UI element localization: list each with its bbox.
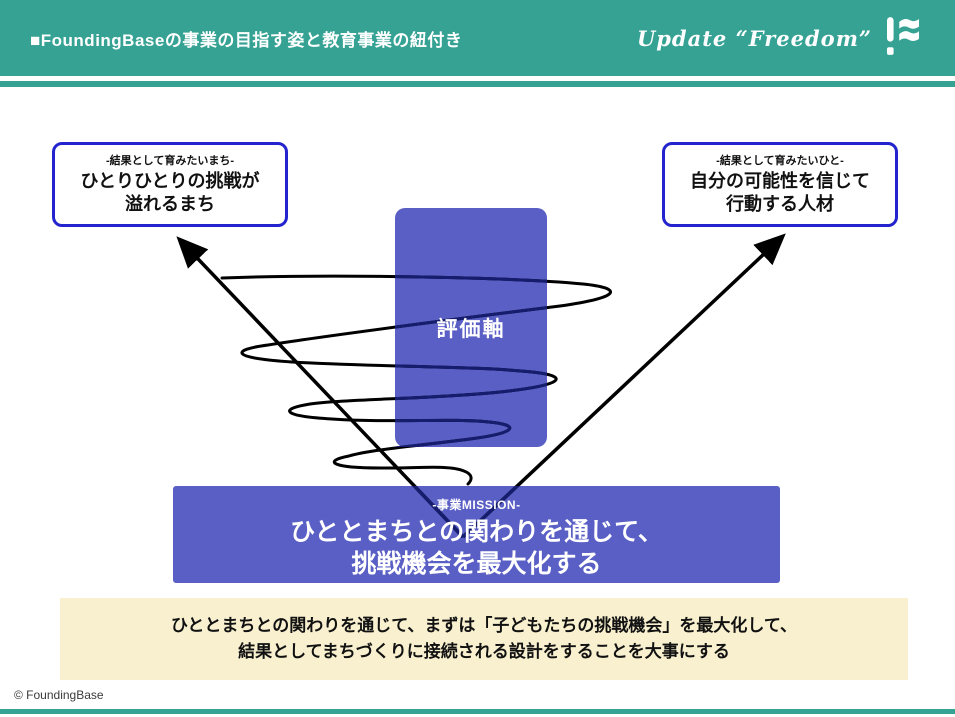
outcome-card-person-text: 自分の可能性を信じて 行動する人材 <box>665 170 895 215</box>
outcome-card-town-line2: 溢れるまち <box>125 193 215 214</box>
mission-line1: ひととまちとの関わりを通じて、 <box>290 518 663 546</box>
flag-exclamation-icon <box>887 16 919 61</box>
summary-note-line1: ひととまちとの関わりを通じて、まずは「子どもたちの挑戦機会」を最大化して、 <box>170 615 798 635</box>
mission-statement: ひととまちとの関わりを通じて、 挑戦機会を最大化する <box>173 516 780 580</box>
bottom-accent-line <box>0 709 955 714</box>
brand-logo: Update “Freedom” <box>637 0 919 76</box>
outcome-card-person-line1: 自分の可能性を信じて <box>690 171 870 191</box>
brand-slogan: Update “Freedom” <box>636 25 872 51</box>
outcome-card-person: -結果として育みたいひと- 自分の可能性を信じて 行動する人材 <box>662 142 898 227</box>
page-title: ■FoundingBaseの事業の目指す姿と教育事業の紐付き <box>30 30 463 50</box>
evaluation-axis-label: 評価軸 <box>436 317 506 341</box>
mission-line2: 挑戦機会を最大化する <box>351 550 602 578</box>
outcome-card-town-label: -結果として育みたいまち- <box>106 155 234 167</box>
copyright-text: © FoundingBase <box>14 688 104 702</box>
outcome-card-town-text: ひとりひとりの挑戦が 溢れるまち <box>55 170 285 215</box>
mission-text: -事業MISSION- ひととまちとの関わりを通じて、 挑戦機会を最大化する <box>173 486 780 580</box>
header-accent-line <box>0 81 955 87</box>
header-bar: ■FoundingBaseの事業の目指す姿と教育事業の紐付き Update “F… <box>0 0 955 76</box>
outcome-card-person-line2: 行動する人材 <box>726 193 834 214</box>
outcome-card-town: -結果として育みたいまち- ひとりひとりの挑戦が 溢れるまち <box>52 142 288 227</box>
outcome-card-town-line1: ひとりひとりの挑戦が <box>80 171 260 191</box>
mission-label: -事業MISSION- <box>432 498 521 512</box>
outcome-card-person-label: -結果として育みたいひと- <box>716 155 844 167</box>
summary-note-box: ひととまちとの関わりを通じて、まずは「子どもたちの挑戦機会」を最大化して、 結果… <box>60 598 908 680</box>
summary-note-line2: 結果としてまちづくりに接続される設計をすることを大事にする <box>238 642 730 661</box>
